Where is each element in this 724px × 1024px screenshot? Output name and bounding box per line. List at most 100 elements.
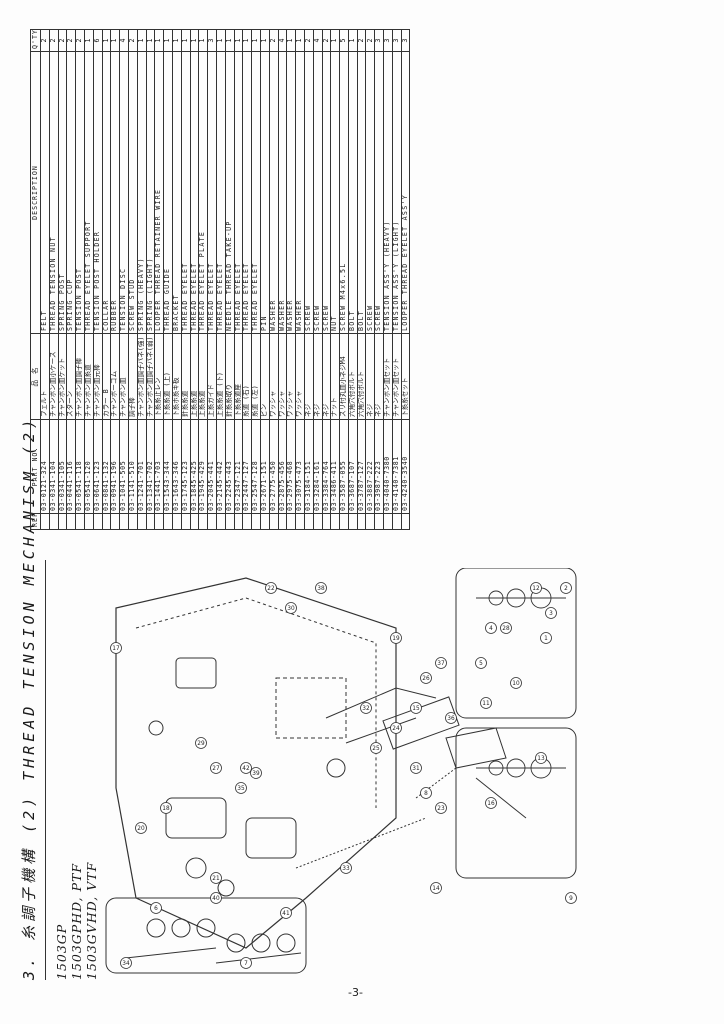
callout-label: 18	[160, 802, 172, 814]
callout-label: 23	[435, 802, 447, 814]
table-cell: 03-0941-196	[110, 419, 120, 514]
table-cell: SPRING (HEAVY)	[137, 51, 147, 334]
table-cell	[251, 513, 261, 530]
callout-label: 35	[235, 782, 247, 794]
table-cell: 03-0541-120	[84, 419, 94, 514]
table-cell: ピン	[260, 333, 270, 420]
table-cell: 03-3184-151	[304, 419, 314, 514]
table-cell: 下糸糸道 (上)	[163, 333, 173, 420]
table-cell: 2	[66, 29, 76, 52]
callout-label: 8	[420, 787, 432, 799]
table-cell: WASHER	[295, 51, 305, 334]
table-cell: 六角穴付ボルト	[357, 333, 366, 420]
table-cell: 03-2671-151	[260, 419, 270, 514]
table-cell	[260, 513, 270, 530]
table-cell: SCREW	[322, 51, 331, 334]
table-cell: 03-0441-116	[66, 419, 76, 514]
callout-label: 41	[280, 907, 292, 919]
machine-body	[115, 577, 397, 949]
table-cell: 2	[269, 29, 279, 52]
callout-label: 38	[315, 582, 327, 594]
callout-label: 34	[120, 957, 132, 969]
table-cell	[137, 513, 147, 530]
table-cell	[401, 513, 410, 530]
table-cell	[102, 513, 111, 530]
column-header: REF NO.	[30, 513, 41, 530]
table-cell: チャンポン皿セット	[383, 333, 393, 420]
svg-text:8: 8	[424, 791, 428, 797]
callout-label: 25	[370, 742, 382, 754]
table-cell	[154, 513, 164, 530]
callout-label: 1	[540, 632, 552, 644]
callout-label: 31	[410, 762, 422, 774]
table-cell: 03-2547-128	[251, 419, 261, 514]
table-cell	[75, 513, 85, 530]
svg-text:5: 5	[479, 661, 483, 667]
table-cell: 03-3987-223	[374, 419, 384, 514]
svg-text:17: 17	[112, 646, 120, 652]
table-cell: 03-2775-450	[269, 419, 279, 514]
parts-table: REF NO. PART NO. 品 名 DESCRIPTION Q'TY 03…	[30, 29, 410, 530]
table-cell: 六角穴付ボルト	[348, 333, 358, 420]
table-cell: カラー B	[102, 333, 111, 420]
table-cell	[146, 513, 155, 530]
table-cell	[128, 513, 138, 530]
table-cell	[110, 513, 120, 530]
table-cell: ネジ	[374, 333, 384, 420]
table-cell: 03-4040-7380	[383, 419, 393, 514]
table-cell: 1	[225, 29, 235, 52]
title-rule	[45, 560, 46, 980]
table-cell: SCREW	[313, 51, 322, 334]
table-cell: NEEDLE THREAD TAKE-UP	[225, 51, 235, 334]
table-cell: 2	[58, 29, 67, 52]
svg-text:35: 35	[237, 786, 245, 792]
table-cell: 上糸糸道	[190, 333, 199, 420]
callout-label: 30	[285, 602, 297, 614]
table-cell: チャンポン皿糸道	[84, 333, 94, 420]
svg-text:25: 25	[372, 746, 380, 752]
table-cell: ワッシャ	[278, 333, 287, 420]
svg-text:30: 30	[287, 606, 295, 612]
table-cell: 03-3687-107	[348, 419, 358, 514]
table-cell: 03-0341-105	[58, 419, 67, 514]
callout-label: 32	[360, 702, 372, 714]
svg-text:4: 4	[489, 626, 493, 632]
model-list: 1503GP 1503GPHD, PTF 1503GVHD, VTF	[54, 520, 99, 980]
table-cell	[93, 513, 103, 530]
table-cell: 1	[348, 29, 358, 52]
tension-assy-light-detail	[455, 567, 577, 719]
diagram-svg: 1234567891011121314151617181920212223242…	[105, 567, 577, 974]
svg-text:28: 28	[502, 626, 510, 632]
table-cell	[357, 513, 366, 530]
table-cell: 2	[322, 29, 331, 52]
table-cell: RUBBER	[110, 51, 120, 334]
table-cell	[190, 513, 199, 530]
table-cell	[269, 513, 279, 530]
table-cell: 1	[242, 29, 252, 52]
table-cell: 3	[392, 29, 402, 52]
table-cell: WASHER	[286, 51, 296, 334]
table-cell	[207, 513, 217, 530]
table-cell: 03-0341-104	[49, 419, 59, 514]
table-cell: 4	[313, 29, 322, 52]
callout-label: 6	[150, 902, 162, 914]
table-cell: 1	[137, 29, 147, 52]
table-cell: 03-3787-127	[357, 419, 366, 514]
table-cell: チャンポン皿元棒	[93, 333, 103, 420]
